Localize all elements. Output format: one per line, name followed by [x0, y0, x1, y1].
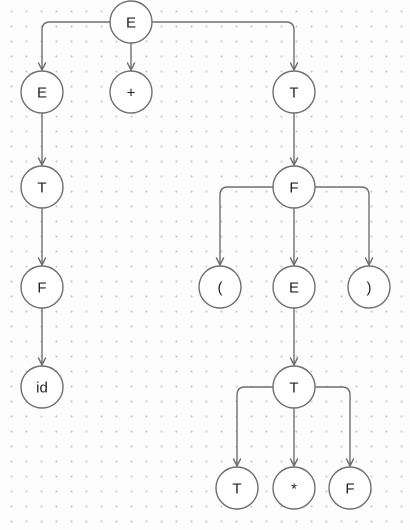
tree-node: E — [272, 265, 316, 309]
edge-T-to-F — [314, 386, 355, 467]
edge-F-to-) — [314, 186, 374, 266]
tree-node: T — [272, 70, 316, 114]
node-circle — [198, 265, 242, 309]
node-label: id — [36, 380, 48, 397]
tree-node: ) — [347, 265, 391, 309]
node-label: T — [232, 481, 241, 498]
node-circle — [20, 70, 64, 114]
tree-node: F — [328, 466, 372, 510]
node-label: * — [291, 481, 297, 498]
edge-E-to-T — [151, 21, 299, 71]
node-circle — [20, 365, 64, 409]
tree-node: * — [272, 466, 316, 510]
node-label: E — [289, 280, 299, 297]
tree-node: + — [109, 70, 153, 114]
tree-node: ( — [198, 265, 242, 309]
node-circle — [109, 0, 153, 44]
node-label: ) — [367, 280, 372, 297]
node-circle — [272, 466, 316, 510]
node-circle — [272, 70, 316, 114]
node-label: E — [126, 15, 136, 32]
node-label: T — [37, 180, 46, 197]
node-label: + — [127, 85, 136, 102]
tree-node: T — [20, 165, 64, 209]
node-label: T — [289, 380, 298, 397]
tree-node: E — [20, 70, 64, 114]
node-label: F — [289, 180, 298, 197]
tree-node: F — [20, 265, 64, 309]
node-label: E — [37, 85, 47, 102]
node-circle — [347, 265, 391, 309]
node-label: F — [37, 280, 46, 297]
tree-node: T — [215, 466, 259, 510]
tree-node: E — [109, 0, 153, 44]
tree-node: F — [272, 165, 316, 209]
edge-F-to-( — [215, 186, 274, 266]
node-circle — [272, 365, 316, 409]
edge-T-to-T — [232, 386, 274, 467]
tree-node: T — [272, 365, 316, 409]
node-label: T — [289, 85, 298, 102]
node-circle — [215, 466, 259, 510]
node-circle — [109, 70, 153, 114]
node-circle — [272, 265, 316, 309]
edges-layer — [37, 21, 374, 467]
node-circle — [20, 265, 64, 309]
node-circle — [328, 466, 372, 510]
node-circle — [272, 165, 316, 209]
node-circle — [20, 165, 64, 209]
edge-E-to-E — [37, 21, 111, 71]
tree-node: id — [20, 365, 64, 409]
node-label: ( — [218, 280, 223, 297]
node-label: F — [345, 481, 354, 498]
